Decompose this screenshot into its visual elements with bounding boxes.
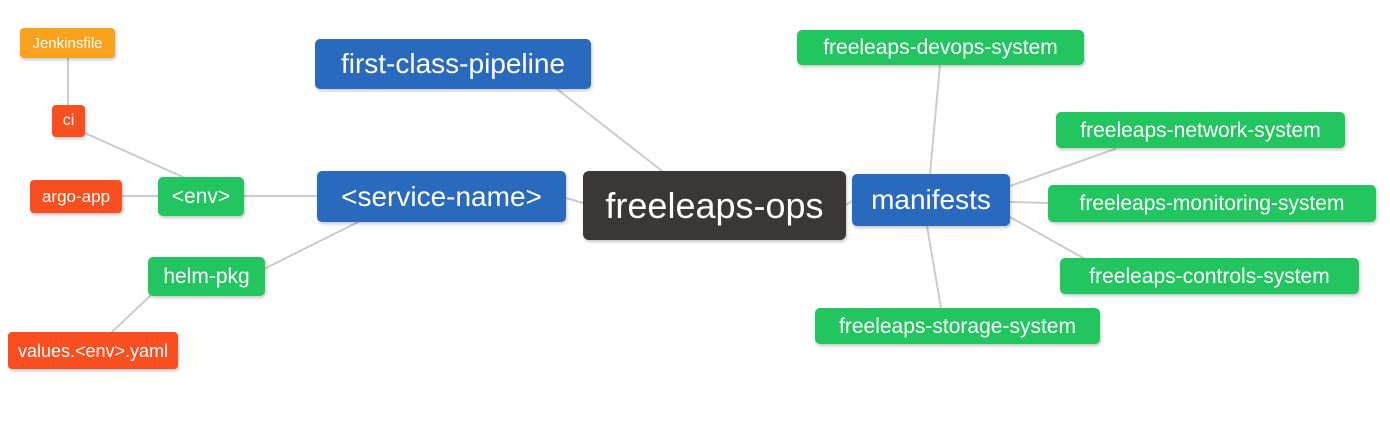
node-ci[interactable]: ci bbox=[52, 105, 85, 137]
edge-service-name-helm-pkg bbox=[263, 221, 359, 270]
node-service-name[interactable]: <service-name> bbox=[317, 171, 566, 222]
node-env[interactable]: <env> bbox=[158, 177, 244, 216]
edge-manifests-storage bbox=[926, 225, 942, 309]
node-jenkinsfile[interactable]: Jenkinsfile bbox=[20, 28, 115, 58]
node-values-env-yaml[interactable]: values.<env>.yaml bbox=[8, 332, 178, 369]
node-freeleaps-network-system[interactable]: freeleaps-network-system bbox=[1056, 112, 1345, 148]
edge-ops-service-name bbox=[565, 197, 584, 204]
edge-manifests-controls bbox=[1009, 216, 1086, 260]
node-freeleaps-storage-system[interactable]: freeleaps-storage-system bbox=[815, 308, 1100, 344]
edge-ops-first-class-pipeline bbox=[556, 88, 663, 172]
node-helm-pkg[interactable]: helm-pkg bbox=[148, 257, 265, 296]
node-freeleaps-controls-system[interactable]: freeleaps-controls-system bbox=[1060, 258, 1359, 294]
node-freeleaps-devops-system[interactable]: freeleaps-devops-system bbox=[797, 30, 1084, 65]
edge-manifests-network bbox=[1009, 148, 1116, 187]
node-first-class-pipeline[interactable]: first-class-pipeline bbox=[315, 39, 591, 89]
node-freeleaps-monitoring-system[interactable]: freeleaps-monitoring-system bbox=[1048, 185, 1376, 222]
node-manifests[interactable]: manifests bbox=[852, 174, 1010, 226]
node-argo-app[interactable]: argo-app bbox=[30, 180, 122, 213]
node-freeleaps-ops[interactable]: freeleaps-ops bbox=[583, 171, 846, 240]
edge-ci-env bbox=[84, 132, 186, 179]
edge-helm-pkg-values bbox=[111, 295, 151, 333]
edge-manifests-monitoring bbox=[1009, 201, 1049, 204]
edge-manifests-devops bbox=[929, 64, 941, 175]
